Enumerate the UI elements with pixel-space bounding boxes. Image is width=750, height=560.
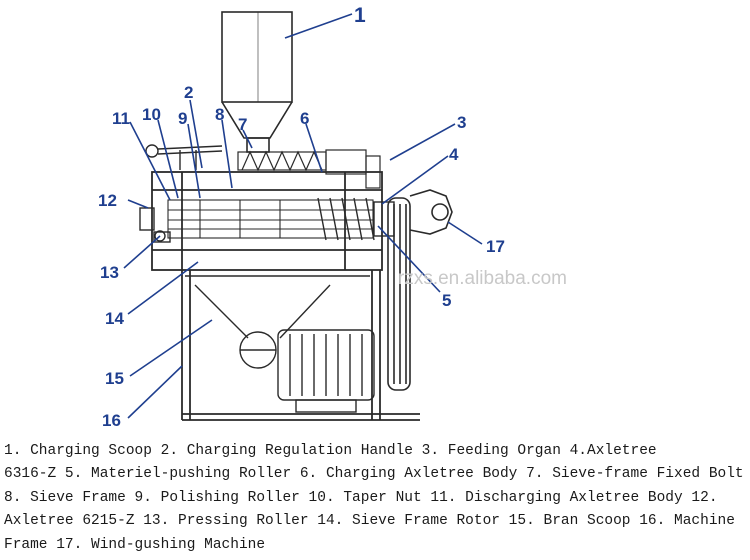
callout-8: 8 [215, 105, 224, 124]
legend-line: 8. Sieve Frame 9. Polishing Roller 10. T… [4, 489, 718, 506]
legend-line: Frame 17. Wind-gushing Machine [4, 536, 266, 553]
legend-line: 1. Charging Scoop 2. Charging Regulation… [4, 443, 657, 459]
shaft-ends [139, 207, 171, 243]
legend-line: Axletree 6215-Z 13. Pressing Roller 14. … [4, 513, 735, 530]
callout-7: 7 [238, 115, 247, 134]
machine-diagram: 1 2 3 4 5 6 7 8 9 10 11 12 13 14 15 16 1… [98, 4, 505, 430]
callout-numbers: 1 2 3 4 5 6 7 8 9 10 11 12 13 14 15 16 1… [98, 4, 505, 430]
bran-scoop [185, 275, 370, 369]
callout-1: 1 [354, 4, 366, 27]
callout-10: 10 [142, 105, 161, 124]
watermark: rzxs.en.alibaba.com [398, 268, 567, 289]
callout-13: 13 [100, 263, 119, 282]
charging-scoop [221, 11, 293, 153]
callout-6: 6 [300, 109, 309, 128]
belt-pulley [387, 197, 411, 391]
main-housing [151, 171, 383, 271]
callout-3: 3 [457, 113, 466, 132]
motor [277, 329, 375, 413]
feed-screw [237, 149, 381, 189]
charging-regulation-handle [145, 144, 223, 170]
leader-lines [123, 13, 483, 419]
callout-16: 16 [102, 411, 121, 430]
parts-legend: 1. Charging Scoop 2. Charging Regulation… [4, 440, 746, 558]
legend-line: 6316-Z 5. Materiel-pushing Roller 6. Cha… [4, 466, 744, 483]
callout-5: 5 [442, 291, 451, 310]
polishing-roller [167, 199, 374, 239]
machine-drawing [139, 11, 453, 421]
callout-12: 12 [98, 191, 117, 210]
callout-4: 4 [449, 145, 459, 164]
callout-15: 15 [105, 369, 124, 388]
callout-14: 14 [105, 309, 124, 328]
machine-frame [181, 270, 420, 421]
callout-17: 17 [486, 237, 505, 256]
callout-9: 9 [178, 109, 187, 128]
wind-gushing-machine [409, 189, 453, 235]
callout-2: 2 [184, 83, 193, 102]
callout-11: 11 [112, 109, 130, 128]
